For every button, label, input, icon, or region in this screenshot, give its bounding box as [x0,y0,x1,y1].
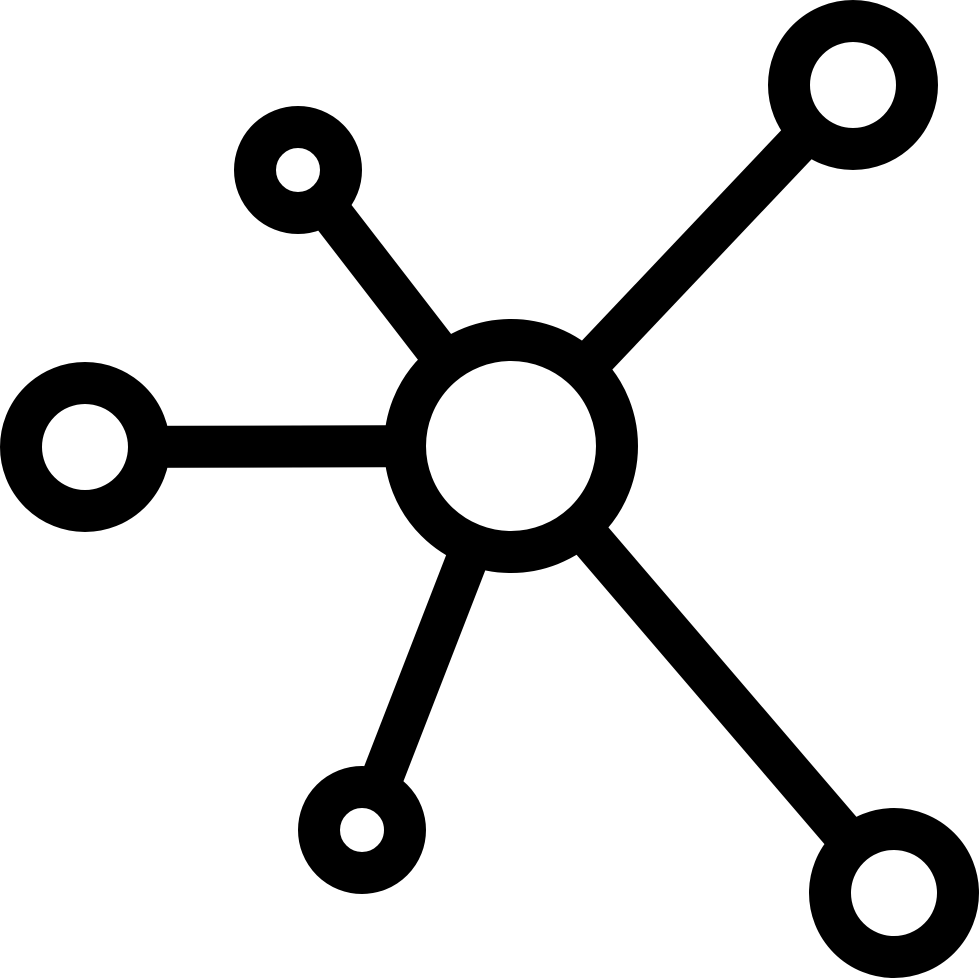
node-top-right-circle [768,0,938,170]
hub-node-circle [384,319,638,573]
node-left-circle [0,362,170,532]
node-bottom-right-circle [809,808,979,978]
node-bottom-left-circle [298,766,426,894]
node-top-left-circle [234,106,362,234]
